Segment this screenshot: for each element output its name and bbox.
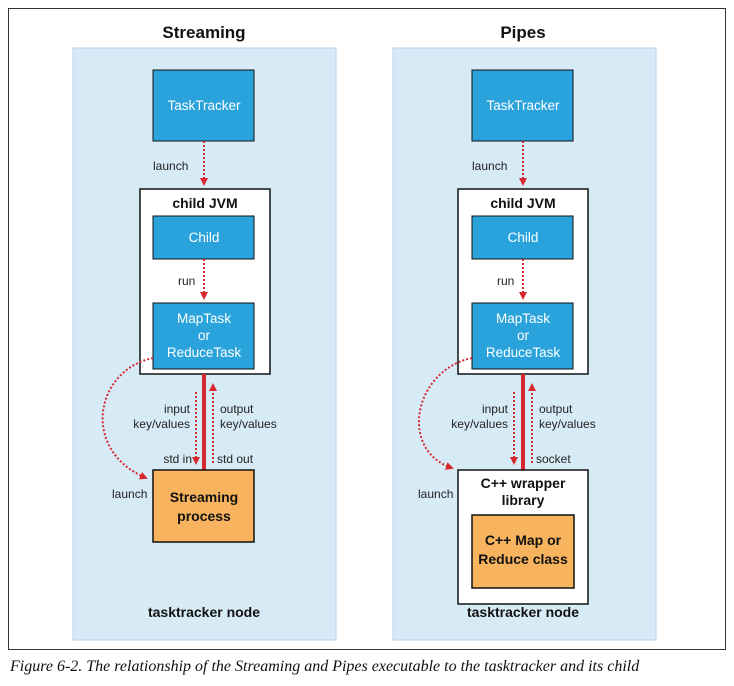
pipes-wrapper-line-2: library bbox=[502, 492, 545, 508]
streaming-input-line-2: key/values bbox=[133, 417, 190, 431]
streaming-std-out-label: std out bbox=[217, 452, 254, 466]
streaming-maptask-line-3: ReduceTask bbox=[167, 345, 242, 360]
pipes-class-line-1: C++ Map or bbox=[485, 532, 562, 548]
streaming-process-line-2: process bbox=[177, 508, 231, 524]
pipes-output-line-2: key/values bbox=[539, 417, 596, 431]
streaming-std-in-label: std in bbox=[163, 452, 192, 466]
pipes-class-box bbox=[471, 514, 575, 589]
pipes-input-line-1: input bbox=[482, 402, 509, 416]
pipes-title: Pipes bbox=[500, 23, 545, 42]
pipes-socket-label: socket bbox=[536, 452, 571, 466]
streaming-launch-label: launch bbox=[153, 159, 188, 173]
pipes-class-line-2: Reduce class bbox=[478, 551, 568, 567]
pipes-launch-curve-arrow bbox=[418, 357, 473, 470]
figure-caption: Figure 6-2. The relationship of the Stre… bbox=[10, 658, 640, 675]
pipes-child-box bbox=[471, 215, 574, 260]
streaming-node-label: tasktracker node bbox=[148, 604, 260, 620]
pipes-wrapper-line-1: C++ wrapper bbox=[481, 475, 566, 491]
streaming-output-line-2: key/values bbox=[220, 417, 277, 431]
streaming-input-line-1: input bbox=[164, 402, 191, 416]
pipes-maptask-line-2: or bbox=[517, 328, 530, 343]
pipes-tasktracker-label: TaskTracker bbox=[486, 98, 560, 113]
pipes-output-line-1: output bbox=[539, 402, 573, 416]
pipes-maptask-box bbox=[471, 302, 574, 370]
streaming-title: Streaming bbox=[162, 23, 245, 42]
streaming-tasktracker-box bbox=[152, 69, 255, 142]
streaming-maptask-box bbox=[152, 302, 255, 370]
pipes-maptask-line-3: ReduceTask bbox=[486, 345, 561, 360]
pipes-launch-side-label: launch bbox=[418, 487, 453, 501]
streaming-tasktracker-label: TaskTracker bbox=[167, 98, 241, 113]
pipes-child-label: Child bbox=[508, 230, 539, 245]
pipes-node-label: tasktracker node bbox=[467, 604, 579, 620]
streaming-maptask-line-2: or bbox=[198, 328, 211, 343]
streaming-output-line-1: output bbox=[220, 402, 254, 416]
streaming-launch-side-label: launch bbox=[112, 487, 147, 501]
pipes-maptask-line-1: MapTask bbox=[496, 311, 550, 326]
streaming-launch-curve-arrow bbox=[101, 357, 154, 480]
streaming-process-line-1: Streaming bbox=[170, 489, 238, 505]
streaming-maptask-line-1: MapTask bbox=[177, 311, 231, 326]
pipes-run-label: run bbox=[497, 274, 514, 288]
streaming-run-label: run bbox=[178, 274, 195, 288]
pipes-launch-label: launch bbox=[472, 159, 507, 173]
pipes-child-jvm-label: child JVM bbox=[490, 195, 555, 211]
streaming-child-label: Child bbox=[189, 230, 220, 245]
pipes-tasktracker-box bbox=[471, 69, 574, 142]
streaming-process-box bbox=[152, 469, 255, 543]
pipes-input-line-2: key/values bbox=[451, 417, 508, 431]
streaming-child-jvm-label: child JVM bbox=[172, 195, 237, 211]
